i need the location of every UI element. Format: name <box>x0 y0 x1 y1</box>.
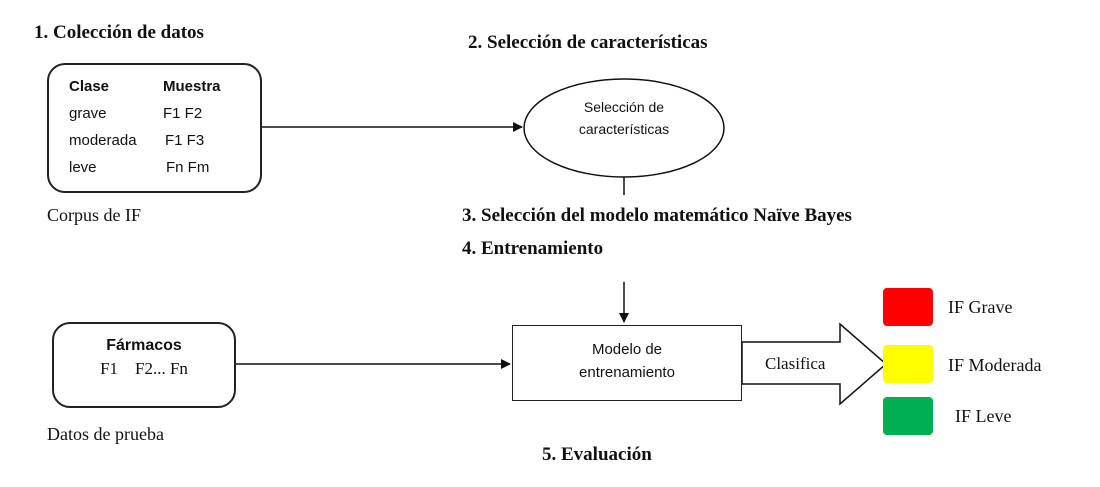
corpus-row-muestra: Fn Fm <box>166 159 210 176</box>
classify-label: Clasifica <box>765 354 826 373</box>
step-1-heading: 1. Colección de datos <box>34 22 204 43</box>
model-line1: Modelo de <box>591 341 663 358</box>
step-3-heading: 3. Selección del modelo matemático Naïve… <box>462 205 852 226</box>
model-line2: entrenamiento <box>579 364 675 381</box>
test-data-caption: Datos de prueba <box>47 424 164 444</box>
test-data-box <box>52 322 236 408</box>
selection-node-line1: Selección de <box>583 99 665 115</box>
corpus-row-muestra: F1 F3 <box>165 132 205 149</box>
corpus-row-muestra: F1 F2 <box>163 105 203 122</box>
corpus-row-clase: grave <box>69 105 107 122</box>
selection-node-label: Selección de características <box>524 96 724 140</box>
step-4-heading: 4. Entrenamiento <box>462 238 604 259</box>
model-label: Modelo de entrenamiento <box>512 338 742 384</box>
legend-swatch-grave <box>883 288 933 326</box>
corpus-row-clase: leve <box>69 159 97 176</box>
corpus-caption: Corpus de IF <box>47 205 141 225</box>
test-data-title: Fármacos <box>106 337 182 354</box>
corpus-row-clase: moderada <box>69 132 137 149</box>
corpus-header-clase: Clase <box>69 78 110 95</box>
step-2-heading: 2. Selección de características <box>468 32 708 53</box>
corpus-box <box>47 63 262 193</box>
model-box <box>512 325 742 401</box>
legend-swatch-leve <box>883 397 933 435</box>
selection-node-line2: características <box>578 121 670 137</box>
test-data-items: F1 F2... Fn <box>100 359 188 378</box>
legend-label-leve: IF Leve <box>955 406 1012 426</box>
legend-label-grave: IF Grave <box>948 297 1013 317</box>
classify-block-arrow <box>741 322 888 406</box>
legend-swatch-moderada <box>883 345 933 383</box>
corpus-header-muestra: Muestra <box>163 78 221 95</box>
legend-label-moderada: IF Moderada <box>948 355 1042 375</box>
step-5-heading: 5. Evaluación <box>542 444 652 465</box>
